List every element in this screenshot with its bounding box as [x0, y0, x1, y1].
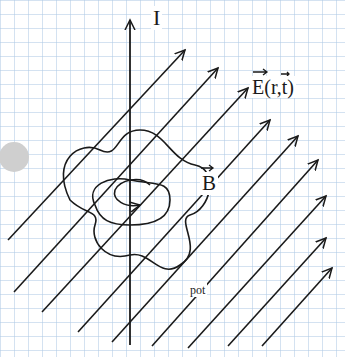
- loop-curves: [63, 130, 209, 269]
- note-label: pot: [188, 283, 207, 297]
- magnetic-field-label: B: [200, 172, 218, 195]
- current-axis: [129, 20, 131, 345]
- field-label: E(r,t): [250, 76, 296, 98]
- electric-field-lines: [8, 50, 332, 348]
- current-label: I: [151, 6, 162, 30]
- punch-hole: [0, 142, 29, 172]
